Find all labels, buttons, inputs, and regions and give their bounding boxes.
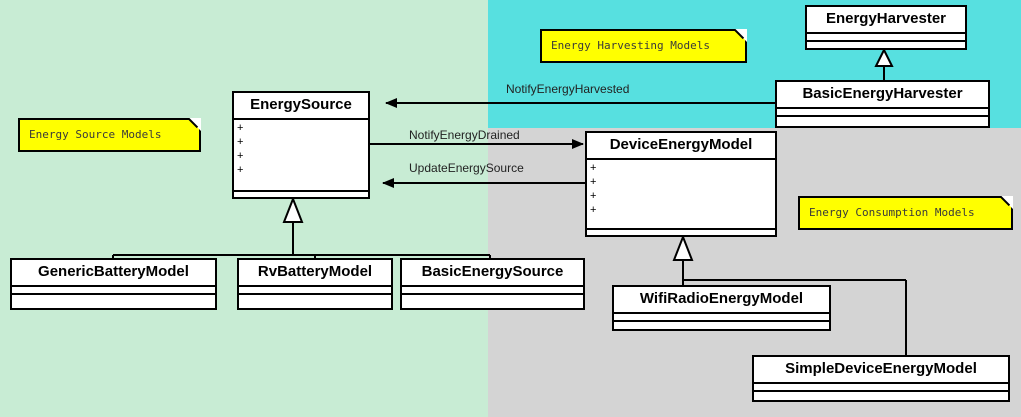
class-box-generic-battery-model[interactable]: GenericBatteryModel xyxy=(10,258,217,310)
class-operations-basic-energy-source xyxy=(402,295,583,304)
class-box-basic-energy-source[interactable]: BasicEnergySource xyxy=(400,258,585,310)
class-operations-energy-source xyxy=(234,192,368,201)
class-attributes-energy-source: + + + + xyxy=(234,120,368,192)
class-operations-basic-energy-harvester xyxy=(777,117,988,126)
class-attributes-rv-battery-model xyxy=(239,287,391,295)
note-energy-harvesting-models: Energy Harvesting Models xyxy=(540,29,747,63)
class-name-basic-energy-harvester: BasicEnergyHarvester xyxy=(777,82,988,109)
attribute-row: + xyxy=(590,204,597,216)
attribute-row: + xyxy=(590,190,597,202)
note-fold-edge-icon xyxy=(183,118,202,137)
attribute-row: + xyxy=(237,136,244,148)
class-box-wifi-radio-energy-model[interactable]: WifiRadioEnergyModel xyxy=(612,285,831,331)
class-name-wifi-radio-energy-model: WifiRadioEnergyModel xyxy=(614,287,829,314)
class-attributes-device-energy-model: + + + + xyxy=(587,160,775,230)
class-name-basic-energy-source: BasicEnergySource xyxy=(402,260,583,287)
class-operations-rv-battery-model xyxy=(239,295,391,304)
attribute-row: + xyxy=(237,122,244,134)
class-attributes-generic-battery-model xyxy=(12,287,215,295)
association-label-notify-energy-harvested: NotifyEnergyHarvested xyxy=(506,82,630,96)
class-box-energy-source[interactable]: EnergySource + + + + xyxy=(232,91,370,199)
class-box-simple-device-energy-model[interactable]: SimpleDeviceEnergyModel xyxy=(752,355,1010,402)
class-attributes-basic-energy-source xyxy=(402,287,583,295)
note-energy-source-models: Energy Source Models xyxy=(18,118,201,152)
class-operations-generic-battery-model xyxy=(12,295,215,304)
note-text: Energy Consumption Models xyxy=(809,206,975,219)
class-name-rv-battery-model: RvBatteryModel xyxy=(239,260,391,287)
class-name-generic-battery-model: GenericBatteryModel xyxy=(12,260,215,287)
class-attributes-basic-energy-harvester xyxy=(777,109,988,117)
class-operations-wifi-radio-energy-model xyxy=(614,322,829,331)
class-name-energy-source: EnergySource xyxy=(234,93,368,120)
class-box-device-energy-model[interactable]: DeviceEnergyModel + + + + xyxy=(585,131,777,237)
class-attributes-simple-device-energy-model xyxy=(754,384,1008,392)
class-operations-device-energy-model xyxy=(587,230,775,239)
attribute-row: + xyxy=(590,162,597,174)
note-fold-edge-icon xyxy=(995,196,1014,215)
note-fold-edge-icon xyxy=(729,29,748,48)
association-label-update-energy-source: UpdateEnergySource xyxy=(409,161,524,175)
class-box-rv-battery-model[interactable]: RvBatteryModel xyxy=(237,258,393,310)
class-attributes-energy-harvester xyxy=(807,34,965,42)
note-text: Energy Harvesting Models xyxy=(551,39,710,52)
region-energy-source-models xyxy=(0,0,488,417)
class-box-energy-harvester[interactable]: EnergyHarvester xyxy=(805,5,967,50)
attribute-row: + xyxy=(590,176,597,188)
class-operations-simple-device-energy-model xyxy=(754,392,1008,401)
attribute-row: + xyxy=(237,150,244,162)
class-name-device-energy-model: DeviceEnergyModel xyxy=(587,133,775,160)
class-operations-energy-harvester xyxy=(807,42,965,51)
association-label-notify-energy-drained: NotifyEnergyDrained xyxy=(409,128,520,142)
class-attributes-wifi-radio-energy-model xyxy=(614,314,829,322)
class-box-basic-energy-harvester[interactable]: BasicEnergyHarvester xyxy=(775,80,990,128)
note-text: Energy Source Models xyxy=(29,128,162,141)
class-name-energy-harvester: EnergyHarvester xyxy=(807,7,965,34)
class-name-simple-device-energy-model: SimpleDeviceEnergyModel xyxy=(754,357,1008,384)
note-energy-consumption-models: Energy Consumption Models xyxy=(798,196,1013,230)
attribute-row: + xyxy=(237,164,244,176)
